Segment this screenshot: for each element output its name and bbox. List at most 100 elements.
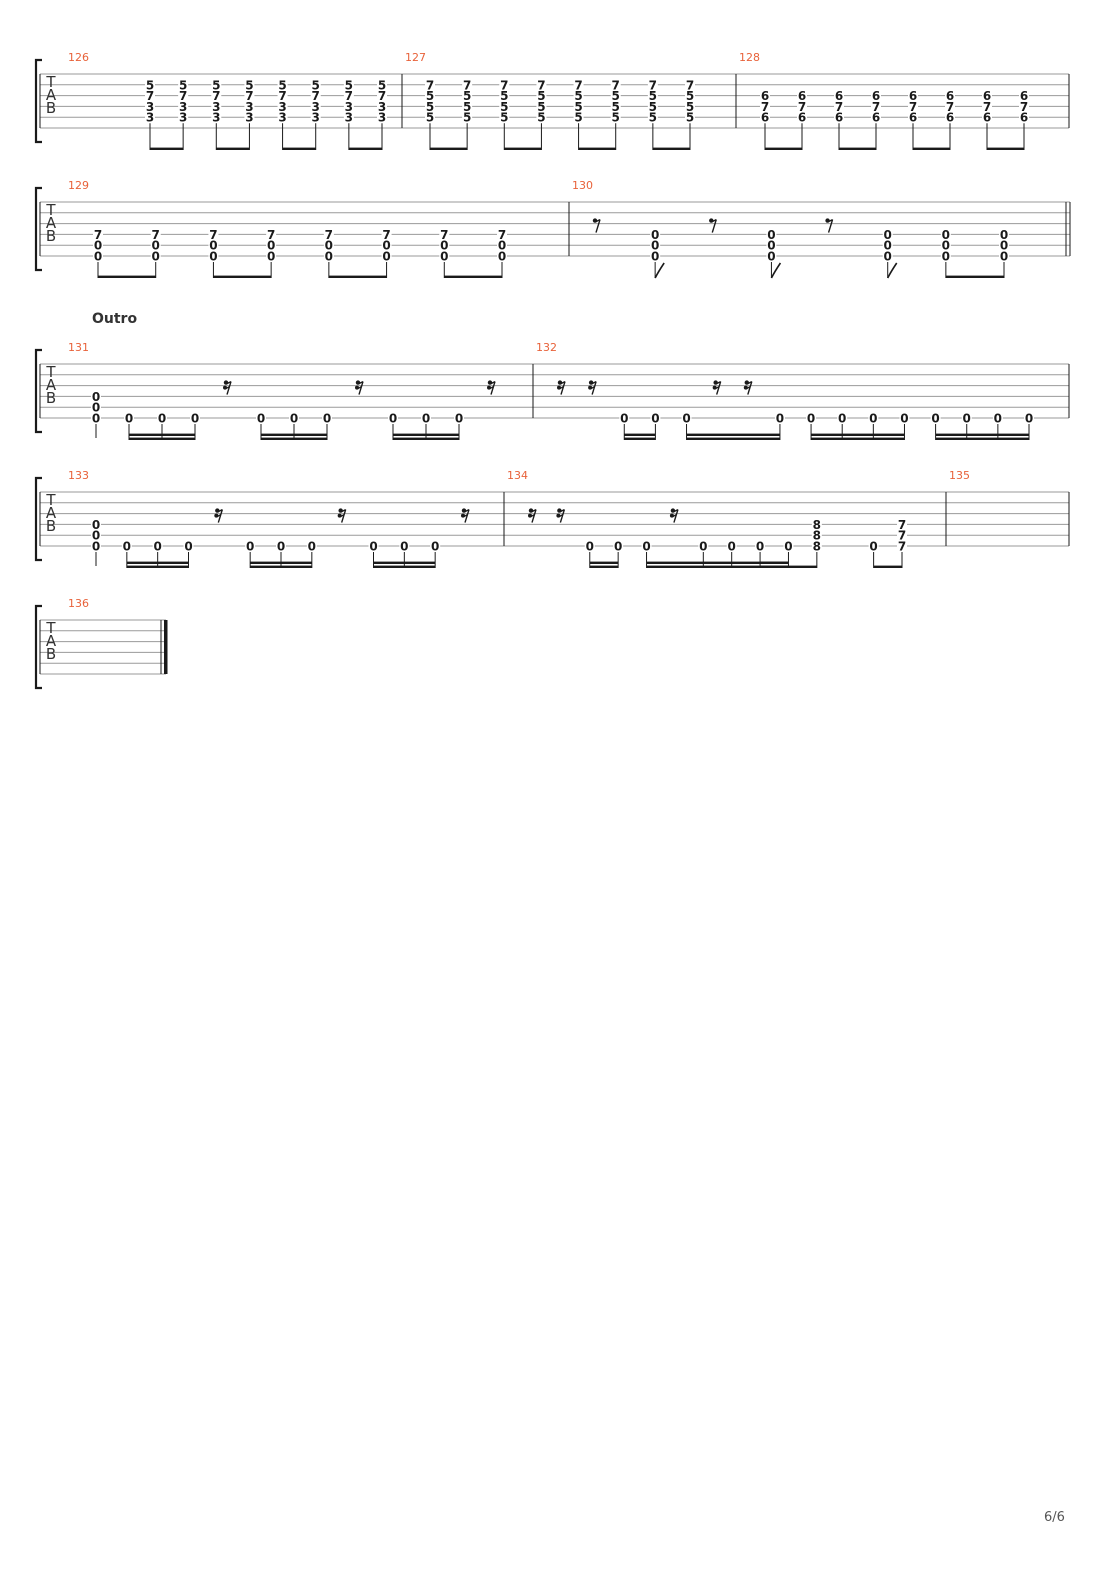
fret-bg [183,540,194,552]
beam-secondary [935,433,1029,436]
beam [765,147,802,150]
fret-bg [573,100,584,113]
fret-bg [766,250,777,262]
fret-bg [650,239,661,252]
fret-bg [91,412,101,424]
fret-bg [266,228,277,241]
system-bracket [34,476,42,562]
beam [129,437,195,440]
note-flag [654,262,665,279]
fret-number: 0 [152,239,160,253]
sixteenth-rest [337,508,347,523]
fret-bg [145,78,155,91]
beam [150,147,184,150]
fret-number: 0 [184,540,192,554]
fret-number: 0 [431,540,439,554]
fret-bg [244,89,255,102]
fret-number: 7 [278,89,286,103]
tab-clef-letter: T [45,363,56,381]
fret-bg [462,100,473,113]
fret-number: 0 [884,228,892,242]
fret-number: 0 [498,250,506,264]
measure: 135 [949,469,970,482]
fret-bg [91,518,101,531]
fret-number: 3 [345,100,353,114]
fret-bg [899,412,910,424]
fret-number: 5 [212,78,220,92]
fret-bg [837,412,848,424]
beam-secondary [686,433,780,436]
fret-number: 7 [94,228,102,242]
fret-bg [323,239,334,252]
fret-number: 7 [835,100,843,114]
fret-bg [783,540,794,552]
fret-bg [619,412,630,424]
tab-clef-letter: T [45,201,56,219]
fret-number: 6 [761,89,769,103]
fret-bg [610,100,621,113]
fret-bg [178,111,189,124]
fret-number: 7 [312,89,320,103]
beam [213,275,272,278]
fret-bg [811,518,822,531]
fret-number: 5 [649,100,657,114]
fret-bg [454,412,464,424]
fret-number: 0 [756,540,764,554]
fret-bg [641,540,652,552]
fret-number: 0 [400,540,408,554]
fret-number: 7 [909,100,917,114]
fret-bg [647,100,658,113]
fret-number: 3 [212,100,220,114]
fret-bg [145,100,155,113]
fret-bg [208,239,219,252]
fret-bg [871,89,881,102]
fret-bg [1019,89,1029,102]
measure-number: 127 [405,51,426,64]
fret-bg [945,100,955,113]
fret-number: 0 [209,239,217,253]
sixteenth-rest [557,380,566,395]
fret-number: 0 [246,540,254,554]
fret-number: 7 [325,228,333,242]
fret-bg [462,89,473,102]
fret-number: 8 [813,529,821,543]
fret-bg [211,111,222,124]
fret-number: 0 [1000,228,1008,242]
tab-clef-letter: A [46,504,57,522]
fret-number: 0 [455,412,463,426]
fret-number: 0 [158,412,166,426]
fret-number: 3 [312,111,320,125]
fret-number: 5 [649,89,657,103]
fret-number: 7 [209,228,217,242]
section-label: Outro [92,311,137,327]
fret-bg [610,78,621,91]
system-bracket [34,604,42,690]
fret-bg [289,412,299,424]
measure-number: 134 [507,469,528,482]
fret-number: 7 [179,89,187,103]
fret-bg [999,250,1009,262]
fret-bg [613,540,624,552]
fret-number: 0 [586,540,594,554]
fret-number: 6 [983,111,991,125]
fret-bg [1019,111,1029,124]
fret-number: 5 [500,111,508,125]
fret-bg [421,412,431,424]
fret-number: 7 [378,89,386,103]
fret-bg [774,412,785,424]
fret-number: 6 [983,89,991,103]
beam [348,147,382,150]
fret-bg [999,228,1009,241]
fret-number: 0 [767,228,775,242]
beam-secondary [624,433,656,436]
beam [328,275,387,278]
fret-bg [211,100,222,113]
sixteenth-rest [214,508,224,523]
sixteenth-rest [556,508,566,523]
fret-bg [381,239,392,252]
